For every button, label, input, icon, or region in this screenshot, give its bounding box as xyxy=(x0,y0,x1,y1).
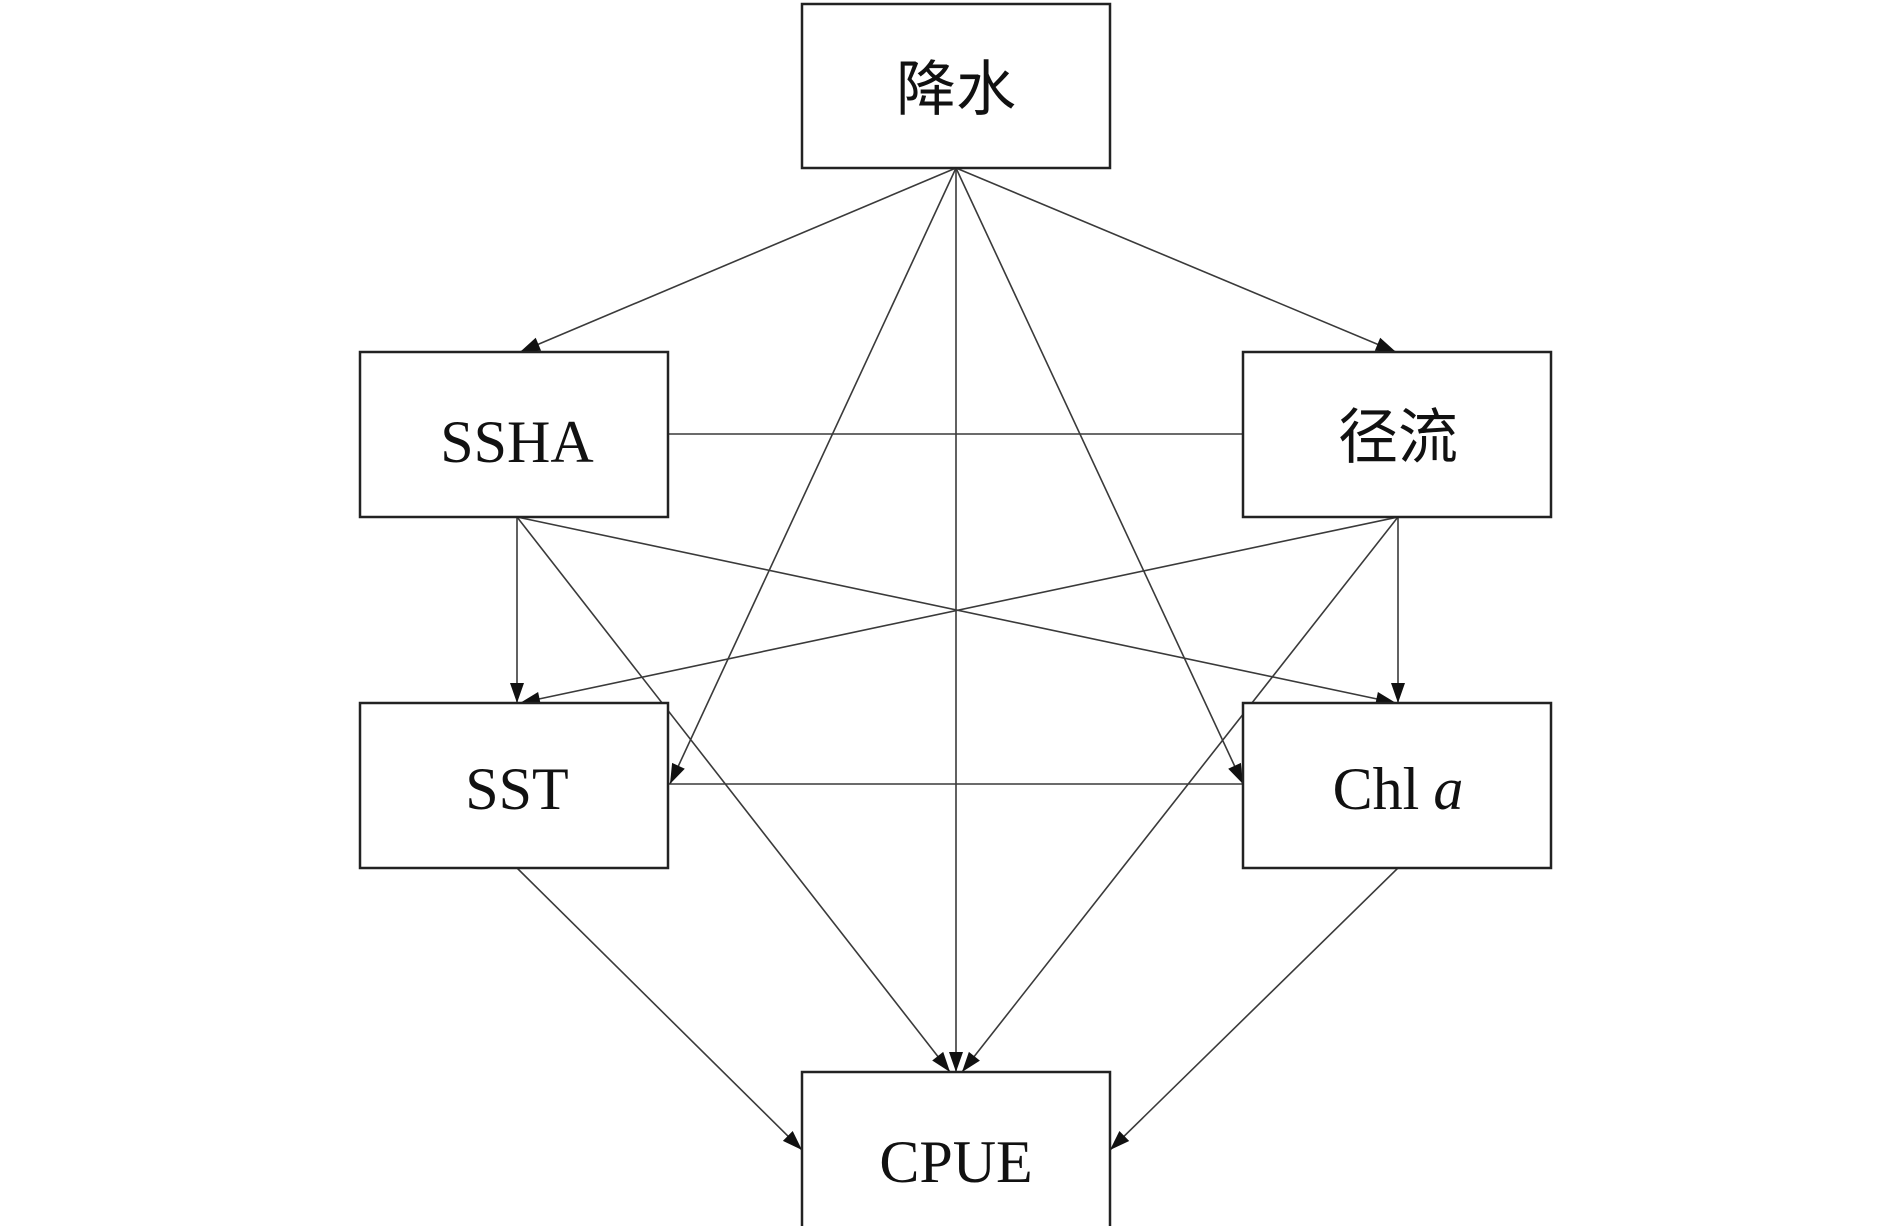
node-box-runoff xyxy=(1241,350,1553,519)
node-box-precip xyxy=(800,2,1112,170)
node-label-precip: 降水 xyxy=(896,57,1016,123)
arrowhead-precip-to-ssha xyxy=(520,337,542,352)
arrowhead-precip-to-chl xyxy=(1228,762,1243,784)
node-label-chl-main: Chl xyxy=(1333,756,1420,822)
arrowhead-chl-to-cpue xyxy=(1110,1131,1130,1150)
edges-layer xyxy=(510,167,1405,1151)
arrowhead-ssha-to-cpue xyxy=(932,1051,950,1072)
node-label-runoff: 径流 xyxy=(1338,405,1458,471)
node-box-cpue xyxy=(800,1070,1112,1226)
edge-runoff-to-cpue xyxy=(961,516,1399,1073)
edge-chl-to-cpue xyxy=(1109,867,1399,1151)
node-label-sst: SST xyxy=(465,756,568,822)
arrowhead-runoff-to-chl xyxy=(1391,683,1405,703)
node-box-ssha xyxy=(358,350,670,519)
edge-sst-to-cpue xyxy=(516,867,803,1151)
edge-precip-to-sst xyxy=(669,167,957,785)
arrowhead-precip-to-runoff xyxy=(1374,337,1396,352)
node-precip: 降水 xyxy=(800,2,1112,170)
edge-runoff-to-sst xyxy=(519,516,1399,704)
node-runoff: 径流 xyxy=(1241,350,1553,519)
node-label-chl-italic: a xyxy=(1433,756,1463,822)
node-sst: SST xyxy=(358,701,670,870)
node-label-ssha: SSHA xyxy=(440,409,593,475)
edge-precip-to-runoff xyxy=(955,167,1397,353)
arrowhead-sst-to-cpue xyxy=(782,1131,802,1150)
node-box-sst xyxy=(358,701,670,870)
edge-precip-to-chl xyxy=(955,167,1244,785)
edge-precip-to-ssha xyxy=(519,167,957,353)
arrowhead-ssha-to-sst xyxy=(510,683,524,703)
node-label-cpue: CPUE xyxy=(879,1129,1032,1195)
node-box-chl xyxy=(1241,701,1553,870)
arrowhead-precip-to-sst xyxy=(670,762,685,784)
node-cpue: CPUE xyxy=(800,1070,1112,1226)
arrowhead-runoff-to-cpue xyxy=(962,1051,980,1072)
edge-ssha-to-cpue xyxy=(516,516,951,1073)
arrowhead-precip-to-cpue xyxy=(949,1052,963,1072)
node-ssha: SSHA xyxy=(358,350,670,519)
